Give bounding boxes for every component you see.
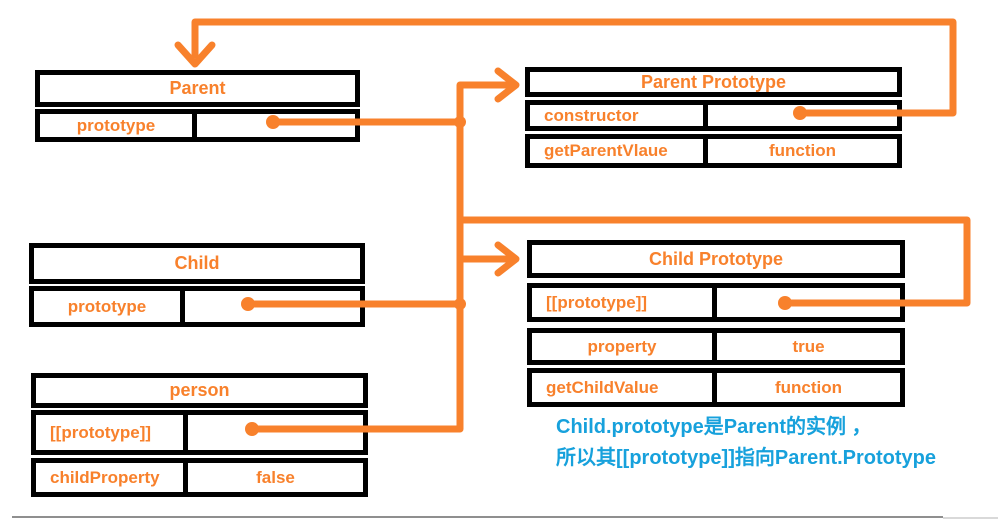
child-box-title: Child — [29, 243, 365, 284]
property-row: property true — [527, 328, 905, 365]
parent-prototype-box-title: Parent Prototype — [525, 67, 902, 97]
annotation-line-2: 所以其[[prototype]]指向Parent.Prototype — [556, 447, 936, 469]
person-prototype-key-cell: [[prototype]] — [36, 415, 188, 450]
annotation-line-1: Child.prototype是Parent的实例 ， — [556, 416, 872, 438]
parent-prototype-key-cell: prototype — [40, 114, 197, 137]
child-prototype-key-cell: prototype — [34, 291, 185, 322]
arrowhead-right-into-parent-prototype — [494, 67, 520, 103]
childproto-prototype-row: [[prototype]] — [527, 283, 905, 322]
arrowhead-right-into-child-prototype — [494, 241, 520, 277]
childproto-prototype-key-cell: [[prototype]] — [532, 288, 717, 317]
childproperty-row: childProperty false — [31, 458, 368, 497]
getparentvlaue-key-cell: getParentVlaue — [530, 139, 708, 163]
parent-function-box: Parent prototype — [35, 70, 360, 142]
getchildvalue-row: getChildValue function — [527, 368, 905, 407]
childproto-prototype-value-cell — [717, 288, 900, 317]
getchildvalue-key-cell: getChildValue — [532, 373, 717, 402]
parent-prototype-box: Parent Prototype constructor getParentVl… — [525, 67, 902, 168]
childproperty-value-cell: false — [256, 467, 295, 487]
constructor-row: constructor — [525, 100, 902, 131]
getparentvlaue-row: getParentVlaue function — [525, 134, 902, 168]
getchildvalue-value-cell: function — [774, 377, 843, 397]
property-value-cell: true — [792, 336, 825, 356]
childproperty-key-cell: childProperty — [36, 463, 188, 492]
parent-prototype-row: prototype — [35, 109, 360, 142]
person-prototype-value-cell — [188, 415, 363, 450]
bottom-divider-line — [12, 516, 943, 518]
child-prototype-box: Child Prototype [[prototype]] property t… — [527, 240, 905, 407]
junction-dot-bottom — [454, 298, 466, 310]
person-prototype-row: [[prototype]] — [31, 410, 368, 455]
property-key-cell: property — [532, 333, 717, 360]
child-prototype-row: prototype — [29, 286, 365, 327]
parent-prototype-value-cell — [197, 114, 355, 137]
child-prototype-box-title: Child Prototype — [527, 240, 905, 278]
annotation-note: Child.prototype是Parent的实例 ， 所以其[[prototy… — [556, 412, 936, 474]
bottom-divider-line-end — [943, 517, 998, 519]
arrowhead-down-into-parent — [174, 41, 216, 68]
child-function-box: Child prototype — [29, 243, 365, 327]
parent-box-title: Parent — [35, 70, 360, 107]
person-instance-box: person [[prototype]] childProperty false — [31, 373, 368, 497]
child-prototype-value-cell — [185, 291, 360, 322]
getparentvlaue-value-cell: function — [768, 141, 837, 160]
constructor-value-cell — [708, 105, 897, 126]
person-box-title: person — [31, 373, 368, 408]
junction-dot-top — [454, 116, 466, 128]
constructor-key-cell: constructor — [530, 105, 708, 126]
